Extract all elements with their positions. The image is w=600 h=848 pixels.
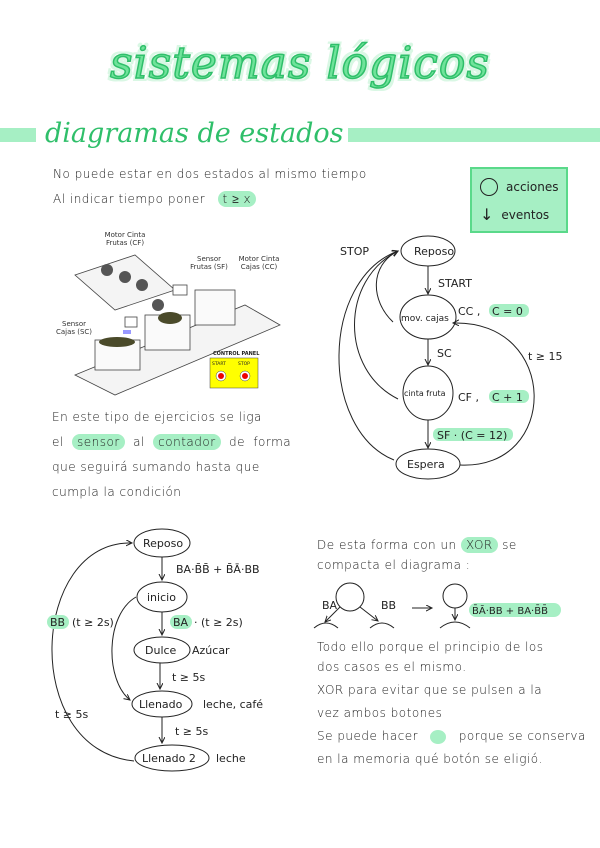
label-t5a: t ≥ 5s (172, 671, 206, 684)
page-title: sistemas lógicos (109, 37, 490, 90)
para2-line-7: Se puede hacer porque se conserva (317, 729, 586, 744)
intro-line-2: Al indicar tiempo poner t ≥ x (53, 191, 257, 207)
para1-line-1: En este tipo de ejercicios se liga (52, 410, 262, 424)
label-leche: leche (216, 752, 246, 765)
label-start: START (438, 277, 472, 290)
label-start: START (212, 361, 226, 367)
section-title: diagramas de estados (45, 118, 344, 149)
label-sensor-cajas: Sensor Cajas (SC) (55, 320, 93, 336)
para1-line-2: el sensor al contador de forma (52, 434, 292, 450)
mini-ba: BA (322, 599, 338, 612)
label-ba: BA (173, 616, 189, 629)
conveyor-figure: CONTROL PANEL START STOP (45, 225, 285, 398)
label-control-panel: CONTROL PANEL (213, 351, 260, 357)
para2-line-3: Todo ello porque el principio de los (317, 640, 544, 654)
green-dot-icon (430, 729, 447, 744)
t: de forma (229, 435, 292, 449)
legend-events: eventos (501, 207, 550, 222)
t: el (52, 435, 64, 449)
action-cf: CF , (458, 391, 479, 404)
label-bb: BB (50, 616, 65, 629)
intro-line-2-text: Al indicar tiempo poner (53, 192, 206, 206)
sensor-highlight: sensor (72, 434, 125, 450)
label-sensor-frutas: Sensor Frutas (SF) (190, 255, 228, 271)
time-highlight: t ≥ x (217, 191, 257, 207)
label-t5c: t ≥ 5s (55, 708, 89, 721)
t: se (502, 538, 517, 552)
label-stop: STOP (238, 361, 250, 367)
t: Se puede hacer (317, 729, 419, 743)
para2-line-5: XOR para evitar que se pulsen a la (317, 683, 543, 697)
state2-reposo: Reposo (143, 537, 183, 550)
arrow-down-icon: ↓ (480, 205, 494, 224)
label-bb-t: (t ≥ 2s) (72, 616, 114, 629)
state2-llenado: Llenado (139, 698, 183, 711)
label-t15: t ≥ 15 (528, 350, 563, 363)
legend-box: acciones ↓ eventos (470, 167, 568, 233)
legend-actions: acciones (506, 180, 559, 194)
para2-line-8: en la memoria qué botón se eligió. (317, 752, 543, 766)
label-cond-start: BA·B̄B̄ + B̄Ā·BB (176, 563, 260, 576)
state2-inicio: inicio (147, 591, 176, 604)
para2-line-2: compacta el diagrama : (317, 558, 471, 572)
action-c-zero: C = 0 (492, 305, 523, 318)
label-motor-cajas: Motor Cinta Cajas (CC) (236, 255, 282, 271)
t: al (133, 435, 145, 449)
label-stop: STOP (340, 245, 369, 258)
mini-expr: B̄Ā·BB + BA·B̄B̄ (472, 604, 548, 617)
para1-line-4: cumpla la condición (52, 485, 182, 499)
state2-llenado-2: Llenado 2 (142, 752, 196, 765)
label-motor-frutas: Motor Cinta Frutas (CF) (100, 231, 150, 247)
label-t5b: t ≥ 5s (175, 725, 209, 738)
counter-highlight: contador (153, 434, 221, 450)
state-espera: Espera (407, 458, 445, 471)
action-c-plus: C + 1 (492, 391, 523, 404)
label-sf: SF · (C = 12) (437, 429, 507, 442)
state-reposo: Reposo (414, 245, 454, 258)
state2-dulce: Dulce (145, 644, 177, 657)
state-mov-cajas: mov. cajas (401, 314, 449, 324)
para2-line-4: dos casos es el mismo. (317, 660, 467, 674)
t: porque se conserva (458, 729, 586, 743)
para1-line-3: que seguirá sumando hasta que (52, 460, 260, 474)
xor-highlight: XOR (461, 537, 498, 553)
para2-line-6: vez ambos botones (317, 706, 443, 720)
intro-line-1: No puede estar en dos estados al mismo t… (53, 167, 367, 181)
para2-line-1: De esta forma con un XOR se (317, 537, 517, 553)
stop-button-icon (242, 373, 248, 379)
label-leche-cafe: leche, café (203, 698, 263, 711)
section-bar-left (0, 128, 36, 142)
start-button-icon (218, 373, 224, 379)
label-sc: SC (437, 347, 452, 360)
mini-bb: BB (381, 599, 396, 612)
circle-icon (480, 178, 498, 196)
action-cc: CC , (458, 305, 480, 318)
section-bar-right (348, 128, 600, 142)
label-azucar: Azúcar (192, 644, 230, 657)
state-cinta-fruta: cinta fruta (404, 389, 446, 398)
label-ba-t: · (t ≥ 2s) (194, 616, 243, 629)
t: De esta forma con un (317, 538, 457, 552)
